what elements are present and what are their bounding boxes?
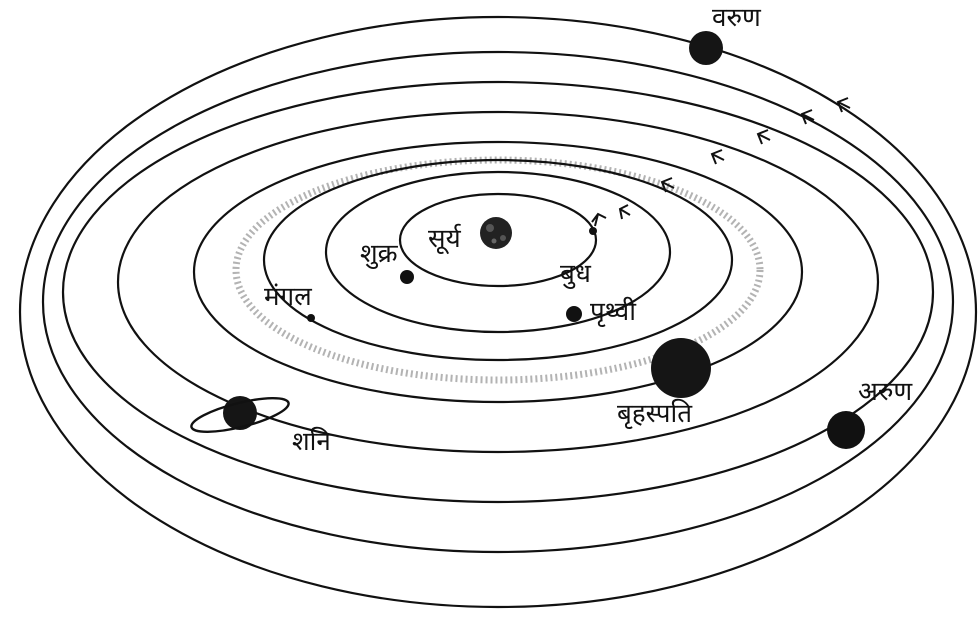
mars-label: मंगल <box>264 282 312 312</box>
earth <box>566 306 582 322</box>
orbit-earth <box>264 160 732 360</box>
saturn <box>189 391 292 438</box>
earth-label: पृथ्वी <box>590 296 637 327</box>
arrow-icon <box>620 205 630 219</box>
uranus-label: अरुण <box>858 377 913 407</box>
arrow-icon <box>712 150 724 164</box>
neptune-label: वरुण <box>712 3 762 33</box>
jupiter-label: बृहस्पति <box>617 398 693 429</box>
mars <box>307 314 315 322</box>
neptune <box>689 31 723 65</box>
mercury <box>589 227 597 235</box>
venus-label: शुक्र <box>360 239 399 269</box>
arrow-icon <box>592 214 606 226</box>
venus <box>400 270 414 284</box>
arrow-icon <box>758 130 770 144</box>
sun-label: सूर्य <box>428 223 462 255</box>
orbit-neptune <box>20 17 976 607</box>
orbit-uranus <box>43 52 953 552</box>
sun <box>480 217 512 249</box>
jupiter <box>651 338 711 398</box>
saturn-label: शनि <box>292 426 331 457</box>
orbit-direction-arrows <box>592 98 850 226</box>
mercury-label: बुध <box>560 259 592 289</box>
orbit-saturn <box>63 82 933 502</box>
orbit-mars <box>194 142 802 402</box>
uranus <box>827 411 865 449</box>
